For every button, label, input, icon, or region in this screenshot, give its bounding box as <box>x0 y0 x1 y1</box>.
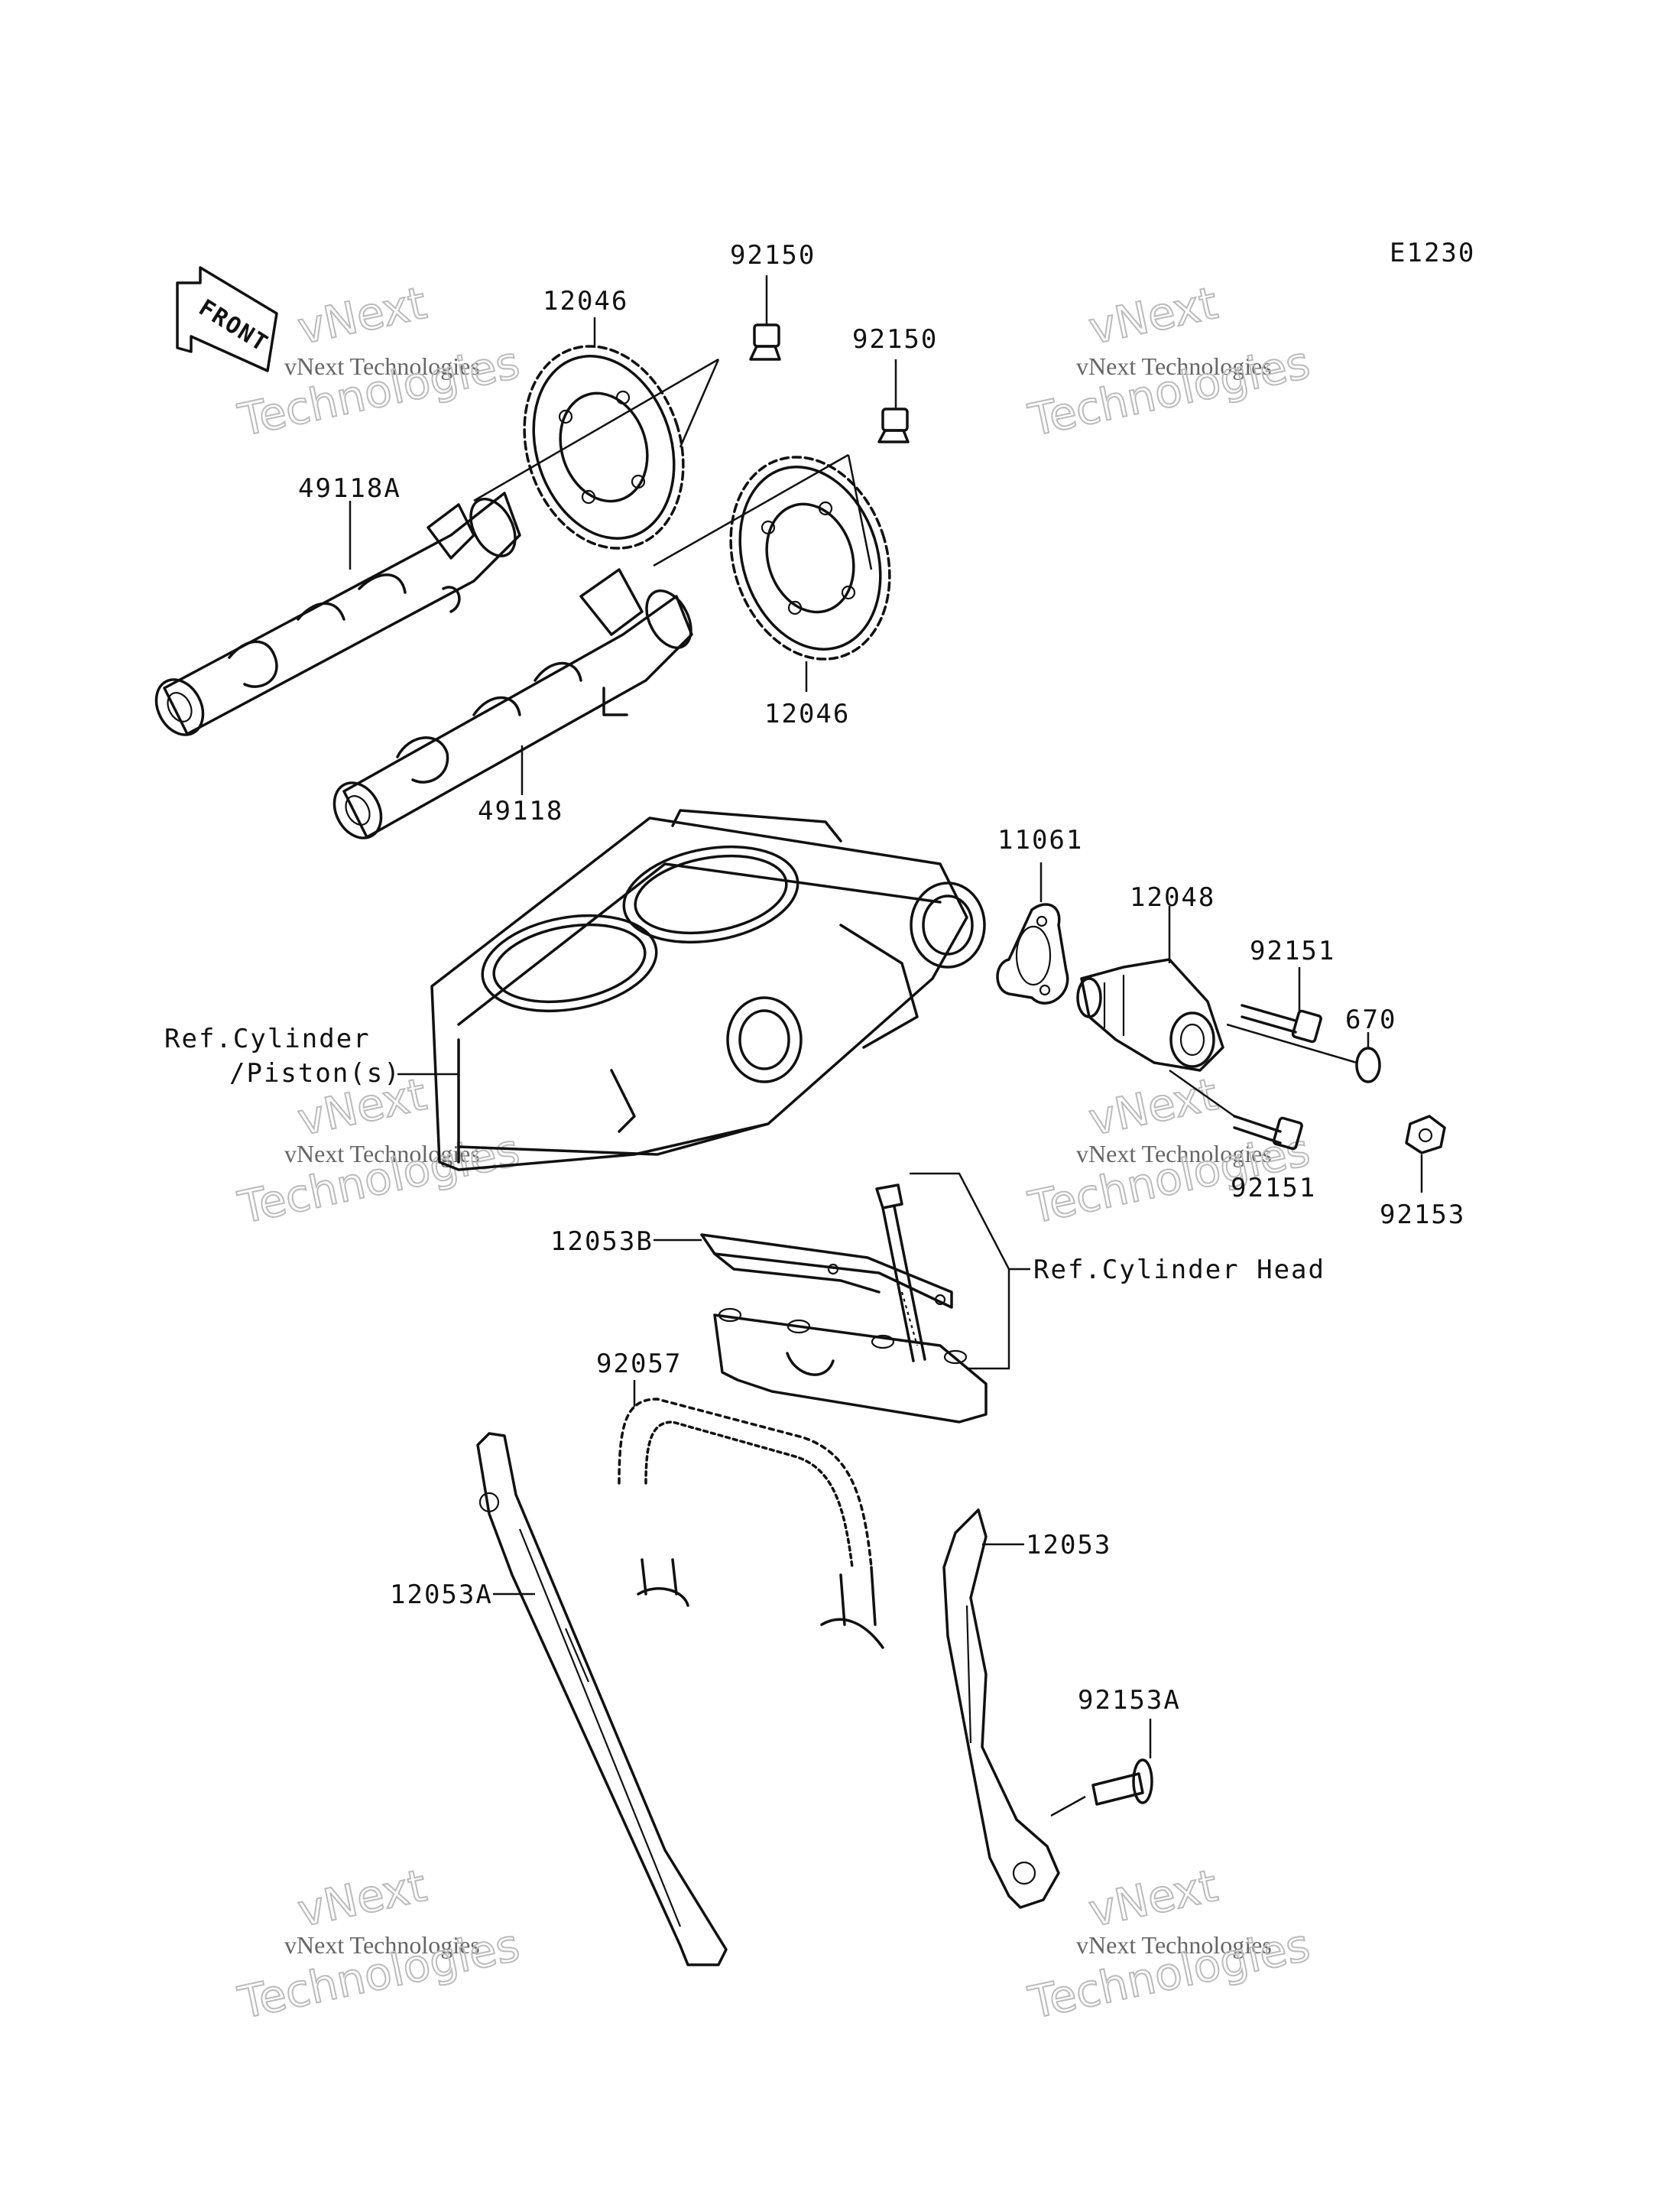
camshaft-49118 <box>332 568 693 839</box>
tensioner-12048 <box>1076 958 1224 1072</box>
sprocket-12046-top <box>523 345 685 550</box>
label-92153A: 92153A <box>1078 1685 1181 1716</box>
svg-text:vNext: vNext <box>1085 277 1222 355</box>
chain-92057 <box>618 1398 884 1649</box>
label-92150-mid: 92150 <box>852 324 938 355</box>
label-11061: 11061 <box>997 825 1083 855</box>
svg-text:vNext: vNext <box>294 277 431 355</box>
label-49118A: 49118A <box>298 473 401 504</box>
label-12046-bottom: 12046 <box>764 699 850 729</box>
label-ref-cylinder-head: Ref.Cylinder Head <box>1033 1255 1325 1285</box>
label-12048: 12048 <box>1130 882 1215 913</box>
guide-holder <box>713 1307 988 1424</box>
bolt-92153A <box>1091 1758 1153 1806</box>
gasket-11061 <box>996 903 1069 1005</box>
svg-text:vNext Technologies: vNext Technologies <box>1076 1931 1272 1959</box>
bolt-92150-mid <box>877 407 910 443</box>
guide-12053B <box>700 1233 953 1309</box>
label-92153: 92153 <box>1380 1200 1465 1230</box>
label-12046-top: 12046 <box>543 286 628 317</box>
svg-text:vNext Technologies: vNext Technologies <box>1076 352 1272 380</box>
nut-92153 <box>1405 1115 1446 1154</box>
watermark-top-left: vNext vNext Technologies Technologies <box>233 276 525 447</box>
bolt-92150-top <box>749 323 781 361</box>
label-12053A: 12053A <box>390 1580 493 1610</box>
label-12053: 12053 <box>1026 1530 1111 1560</box>
front-arrow-icon: FRONT <box>176 266 278 372</box>
bolt-92151-top <box>1241 1004 1322 1044</box>
diagram-code: E1230 <box>1390 238 1475 268</box>
bolt-long <box>875 1183 926 1362</box>
svg-text:vNext: vNext <box>1085 1068 1222 1146</box>
label-670: 670 <box>1345 1005 1396 1035</box>
watermark-top-right: vNext vNext Technologies Technologies <box>1023 276 1315 447</box>
watermark-bottom-right: vNext vNext Technologies Technologies <box>1023 1859 1315 2030</box>
svg-text:vNext: vNext <box>1085 1859 1222 1937</box>
label-92151-top: 92151 <box>1250 936 1335 966</box>
label-92057: 92057 <box>596 1349 682 1379</box>
watermark-bottom-left: vNext vNext Technologies Technologies <box>233 1859 525 2030</box>
oring-670 <box>1355 1047 1381 1083</box>
label-49118: 49118 <box>478 796 563 826</box>
watermark-mid-left: vNext vNext Technologies Technologies <box>233 1067 525 1235</box>
watermark-mid-right: vNext vNext Technologies Technologies <box>1023 1067 1315 1235</box>
sprocket-12046-bottom <box>729 456 891 661</box>
label-12053B: 12053B <box>550 1226 654 1257</box>
bolt-92151-bottom <box>1233 1115 1303 1151</box>
svg-text:vNext Technologies: vNext Technologies <box>284 1931 480 1959</box>
svg-text:vNext: vNext <box>294 1859 431 1937</box>
camshaft-49118A <box>154 492 521 736</box>
label-92150-top: 92150 <box>730 240 816 271</box>
svg-text:vNext Technologies: vNext Technologies <box>284 352 480 380</box>
label-ref-cylinder-2: /Piston(s) <box>229 1058 401 1089</box>
svg-text:vNext Technologies: vNext Technologies <box>1076 1140 1272 1167</box>
guide-12053 <box>942 1508 1060 1909</box>
cylinder-block <box>430 809 986 1171</box>
guide-12053A <box>476 1432 728 1966</box>
label-ref-cylinder-1: Ref.Cylinder <box>164 1024 371 1054</box>
label-92151-bottom: 92151 <box>1231 1173 1316 1203</box>
svg-text:vNext Technologies: vNext Technologies <box>284 1140 480 1167</box>
